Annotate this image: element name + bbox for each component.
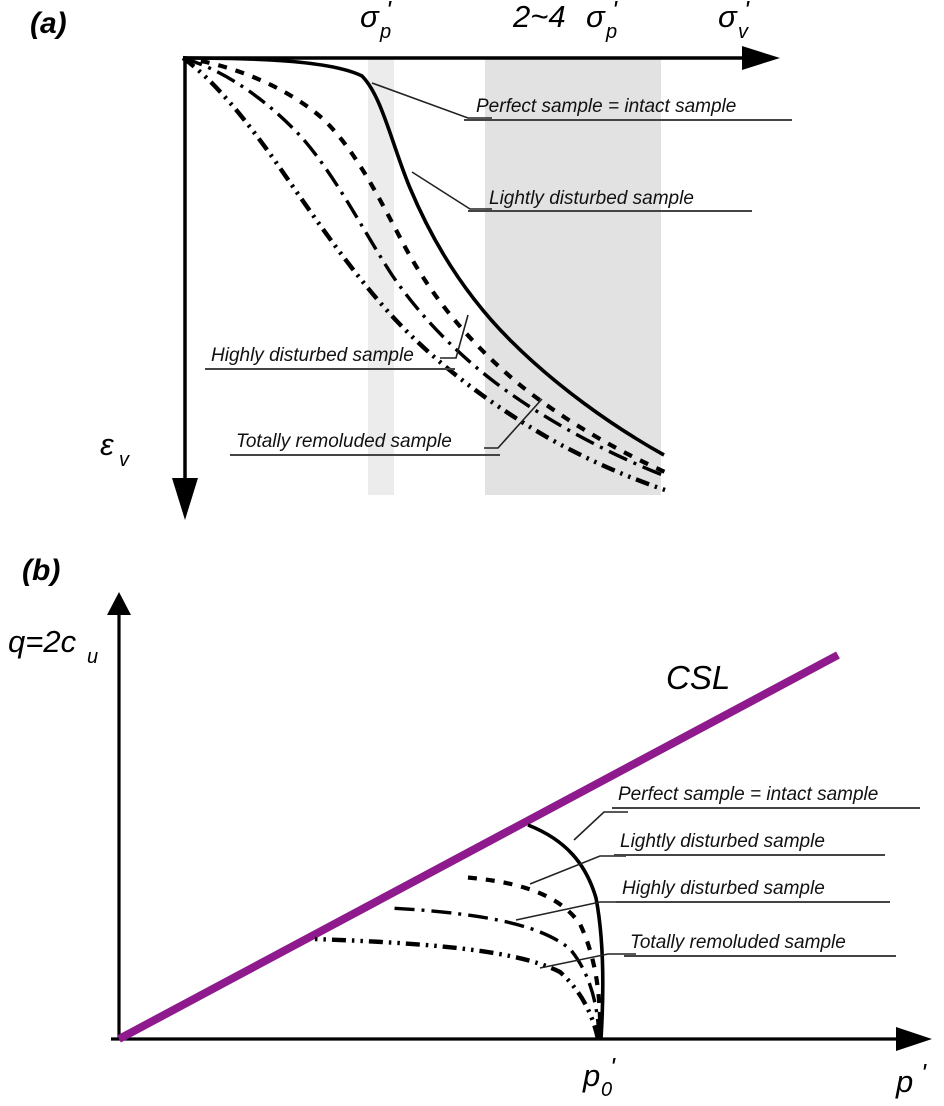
- p-prime: ': [921, 1058, 927, 1088]
- panel-b-x-axis-arrowhead: [896, 1027, 932, 1051]
- panel-b-x-axis-label: p ': [895, 1058, 927, 1099]
- panel-b: (b) q=2c u CSL p 0 ' p ': [8, 554, 932, 1101]
- p0-subscript: 0: [601, 1079, 612, 1101]
- curve-a-lightly-disturbed-sample: [182, 55, 666, 474]
- callout-b-lightly-disturbed-text: Lightly disturbed sample: [620, 831, 825, 852]
- cu-subscript: u: [87, 646, 98, 668]
- callout-b-perfect-sample: Perfect sample = intact sample: [573, 784, 920, 841]
- panel-b-y-axis-label: q=2c u: [8, 624, 98, 668]
- two-to-four-sigma-subscript: p: [605, 21, 617, 43]
- callout-a-perfect-sample-text: Perfect sample = intact sample: [476, 96, 736, 117]
- panel-a-label: (a): [30, 7, 67, 40]
- curve-b-perfect-sample: [527, 823, 605, 1040]
- callout-b-totally-remoluded-sample: Totally remoluded sample: [539, 932, 896, 969]
- curve-a-totally-remoluded-sample: [181, 56, 666, 493]
- callout-a-totally-remoluded-sample: Totally remoluded sample: [230, 398, 543, 456]
- panel-a: (a) σ p ' 2~4 σ p ' σ v ' ε v: [30, 0, 792, 520]
- two-to-four-sigma-p-annotation: 2~4 σ p ': [512, 0, 618, 43]
- sigma-p-annotation: σ p ': [360, 0, 392, 43]
- two-to-four-sigma-prime: ': [612, 0, 618, 25]
- curve-b-totally-remoluded-sample: [311, 936, 601, 1040]
- sigma-v-symbol: σ: [718, 0, 738, 34]
- sigma-p-symbol: σ: [360, 0, 380, 34]
- epsilon-v-symbol: ε: [100, 427, 114, 462]
- csl-label: CSL: [666, 659, 730, 696]
- panel-a-x-axis-label: σ v ': [718, 0, 750, 43]
- callout-b-perfect-sample-text: Perfect sample = intact sample: [618, 784, 878, 805]
- two-to-four-sigma-p-band: [485, 57, 661, 495]
- curve-b-lightly-disturbed-sample: [461, 874, 603, 1040]
- callout-b-lightly-disturbed-sample: Lightly disturbed sample: [529, 831, 885, 885]
- sigma-v-prime: ': [744, 0, 750, 25]
- csl-line: [117, 651, 840, 1043]
- sigma-p-subscript: p: [379, 21, 391, 43]
- callout-b-highly-disturbed-sample: Highly disturbed sample: [515, 878, 890, 921]
- callout-a-highly-disturbed-text: Highly disturbed sample: [211, 345, 414, 366]
- p0-symbol: p: [582, 1058, 600, 1093]
- panel-b-x-tick-label: p 0 ': [582, 1052, 616, 1101]
- two-to-four-prefix: 2~4: [512, 0, 566, 34]
- panel-a-y-axis-arrowhead: [172, 478, 198, 520]
- callout-a-totally-remoluded-text: Totally remoluded sample: [236, 431, 452, 452]
- epsilon-v-subscript: v: [119, 449, 130, 471]
- p0-prime: ': [610, 1052, 616, 1082]
- panel-a-x-axis-arrowhead: [742, 46, 780, 70]
- callout-b-totally-remoluded-text: Totally remoluded sample: [630, 932, 846, 953]
- callout-a-perfect-sample: Perfect sample = intact sample: [371, 82, 792, 121]
- panel-b-label: (b): [22, 554, 60, 587]
- curve-b-highly-disturbed-sample: [389, 906, 601, 1040]
- sigma-p-band: [368, 57, 394, 495]
- panel-b-y-axis-arrowhead: [107, 592, 131, 615]
- sigma-v-subscript: v: [738, 21, 749, 43]
- q-equals-2cu-label: q=2c: [8, 624, 77, 659]
- sigma-p-prime: ': [386, 0, 392, 25]
- curve-a-highly-disturbed-sample: [182, 56, 666, 478]
- two-to-four-sigma-symbol: σ: [586, 0, 606, 34]
- callout-a-highly-disturbed-sample: Highly disturbed sample: [205, 314, 469, 370]
- panel-a-y-axis-label: ε v: [100, 427, 130, 471]
- callout-a-lightly-disturbed-text: Lightly disturbed sample: [489, 188, 694, 209]
- curve-a-perfect-sample: [182, 56, 665, 457]
- callout-b-highly-disturbed-text: Highly disturbed sample: [622, 878, 825, 899]
- callout-a-lightly-disturbed-sample: Lightly disturbed sample: [411, 171, 752, 212]
- p-symbol: p: [895, 1064, 913, 1099]
